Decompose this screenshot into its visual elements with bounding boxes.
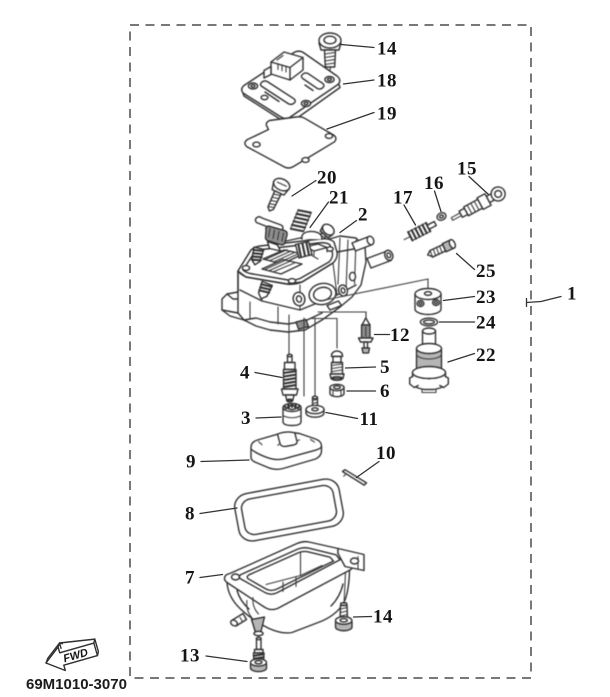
part-needle-set	[450, 186, 506, 221]
callout-4: 4	[240, 363, 250, 384]
part-o-ring	[419, 317, 439, 327]
callout-17: 17	[393, 188, 413, 209]
part-main-nozzle	[280, 353, 299, 403]
callout-24: 24	[476, 313, 496, 334]
callout-25: 25	[476, 261, 496, 282]
part-float	[250, 431, 323, 470]
part-plunger-set	[409, 327, 449, 394]
callout-labels: 14 18 19 20 21 2 17 16 15 25 23 1 24 12 …	[180, 39, 577, 667]
part-bowl-gasket	[233, 478, 345, 542]
callout-23: 23	[476, 287, 496, 308]
callout-14-bottom: 14	[373, 607, 393, 628]
callout-16: 16	[424, 173, 444, 194]
callout-3: 3	[241, 408, 251, 429]
callout-13: 13	[180, 646, 200, 667]
part-drain-screw	[249, 636, 268, 673]
part-cover-screw-top	[318, 32, 342, 80]
leader-lines	[199, 43, 562, 663]
callout-10: 10	[376, 443, 396, 464]
callout-15: 15	[457, 159, 477, 180]
part-float-pin	[341, 469, 368, 486]
part-float-chamber	[223, 540, 365, 642]
part-cylinder-cup	[414, 287, 442, 316]
part-needle-valve	[357, 311, 374, 354]
callout-14-top: 14	[377, 39, 397, 60]
part-top-cover	[241, 50, 341, 124]
callout-2: 2	[358, 205, 368, 226]
part-needle-spring	[403, 220, 437, 242]
callout-12: 12	[390, 325, 410, 346]
callout-8: 8	[185, 504, 195, 525]
callout-21: 21	[329, 188, 349, 209]
callout-22: 22	[476, 345, 496, 366]
callout-7: 7	[185, 568, 195, 589]
part-ring-clip	[436, 212, 447, 221]
callout-18: 18	[377, 71, 397, 92]
callout-11: 11	[360, 409, 379, 430]
callout-9: 9	[186, 452, 196, 473]
part-cover-gasket	[244, 116, 337, 169]
callout-1: 1	[567, 284, 577, 305]
part-bowl-screw	[334, 571, 353, 632]
part-main-jet	[329, 350, 345, 382]
callout-5: 5	[380, 357, 390, 378]
callout-6: 6	[380, 381, 390, 402]
callout-20: 20	[317, 168, 337, 189]
diagram-code: 69M1010-3070	[26, 676, 127, 693]
part-screw-25	[426, 238, 457, 259]
part-throttle-stop-screw	[267, 177, 291, 212]
callout-19: 19	[377, 104, 397, 125]
part-nut	[329, 383, 345, 398]
part-cap	[282, 402, 302, 427]
part-jet-screw	[305, 395, 325, 418]
